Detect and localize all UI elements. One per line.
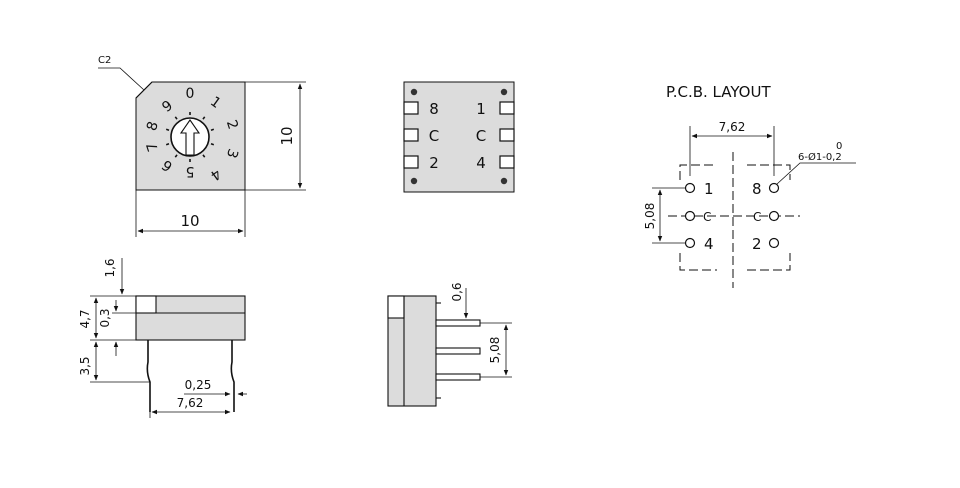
hole-spec-label: 6-Ø1-0,2	[798, 151, 842, 163]
dial-number-5: 5	[186, 163, 195, 179]
side-pin-mid	[435, 347, 481, 355]
side-view: 0,6 5,08	[387, 282, 512, 407]
bottom-label-left-mid: C	[429, 127, 439, 145]
pcb-spacing-x-label: 7,62	[719, 120, 746, 134]
dim-pin-pitch-label: 5,08	[488, 337, 502, 364]
mount-dot-tr	[500, 88, 508, 96]
pcb-pin-label-top-left: 1	[704, 180, 714, 198]
outline-corner-tl	[679, 164, 717, 180]
pcb-hole-bot-left	[684, 237, 696, 249]
dial-ticks	[165, 112, 215, 162]
bottom-label-right-bot: 4	[476, 154, 486, 172]
bottom-label-right-top: 1	[476, 100, 486, 118]
chamfer-label: C2	[98, 55, 111, 66]
terminal-left-mid	[403, 128, 419, 142]
pcb-hole-bot-right	[768, 237, 780, 249]
terminal-right-top	[499, 101, 515, 115]
bottom-view: 8 C 2 1 C 4	[403, 81, 515, 193]
pcb-pin-label-bot-right: 2	[752, 235, 762, 253]
pcb-pin-label-bot-left: 4	[704, 235, 714, 253]
hole-spec-leader	[776, 162, 856, 185]
pcb-pin-label-top-right: 8	[752, 180, 762, 198]
mount-dot-tl	[410, 88, 418, 96]
terminal-left-top	[403, 101, 419, 115]
terminal-right-mid	[499, 128, 515, 142]
bottom-label-left-bot: 2	[429, 154, 439, 172]
bottom-label-left-top: 8	[429, 100, 439, 118]
dim-pin-thick-label: 0,6	[450, 282, 464, 301]
side-pin-bot	[435, 373, 481, 381]
bottom-view-body	[403, 81, 515, 193]
hole-spec-tolerance: 0	[836, 141, 842, 152]
front-pin-right	[230, 340, 235, 412]
pcb-hole-mid-left	[684, 210, 696, 222]
pcb-pin-label-mid-left: C	[703, 210, 711, 224]
side-pin-top	[435, 319, 481, 327]
dial-number-0: 0	[186, 86, 195, 102]
dial-arrow-icon	[179, 119, 201, 156]
pcb-layout: P.C.B. LAYOUT 7,62 5,08 1 8 C C 4 2	[643, 83, 856, 288]
dim-step-label: 0,3	[98, 308, 112, 327]
side-view-knob	[387, 295, 405, 319]
dim-height-label: 4,7	[78, 309, 92, 328]
dim-top-label: 1,6	[103, 258, 117, 277]
chamfer-leader	[98, 67, 145, 91]
bottom-label-right-mid: C	[476, 127, 486, 145]
pcb-hole-mid-right	[768, 210, 780, 222]
dim-pin-width-label: 0,25	[185, 378, 212, 392]
pcb-pin-label-mid-right: C	[753, 210, 761, 224]
height-label: 10	[278, 126, 296, 145]
rotary-dial	[170, 117, 210, 157]
terminal-right-bot	[499, 155, 515, 169]
dim-pitch-label: 7,62	[177, 396, 204, 410]
front-view-body	[135, 295, 246, 341]
pcb-spacing-y-label: 5,08	[643, 203, 657, 230]
top-view: C2 0 1 2 3 4 5 6 7 8 9 10	[98, 55, 306, 237]
outline-corner-tr	[747, 164, 791, 180]
pcb-hole-top-right	[768, 182, 780, 194]
outline-corner-br	[747, 253, 791, 271]
mount-dot-bl	[410, 177, 418, 185]
outline-corner-bl	[679, 253, 717, 271]
front-view-knob	[135, 295, 157, 314]
width-label: 10	[180, 212, 199, 230]
mount-dot-br	[500, 177, 508, 185]
front-view: 1,6 4,7 0,3 3,5 0,25 7,62	[78, 258, 247, 418]
front-pin-left	[146, 340, 151, 412]
pcb-layout-title: P.C.B. LAYOUT	[666, 83, 771, 101]
pcb-hole-top-left	[684, 182, 696, 194]
dim-pin-label: 3,5	[78, 356, 92, 375]
terminal-left-bot	[403, 155, 419, 169]
